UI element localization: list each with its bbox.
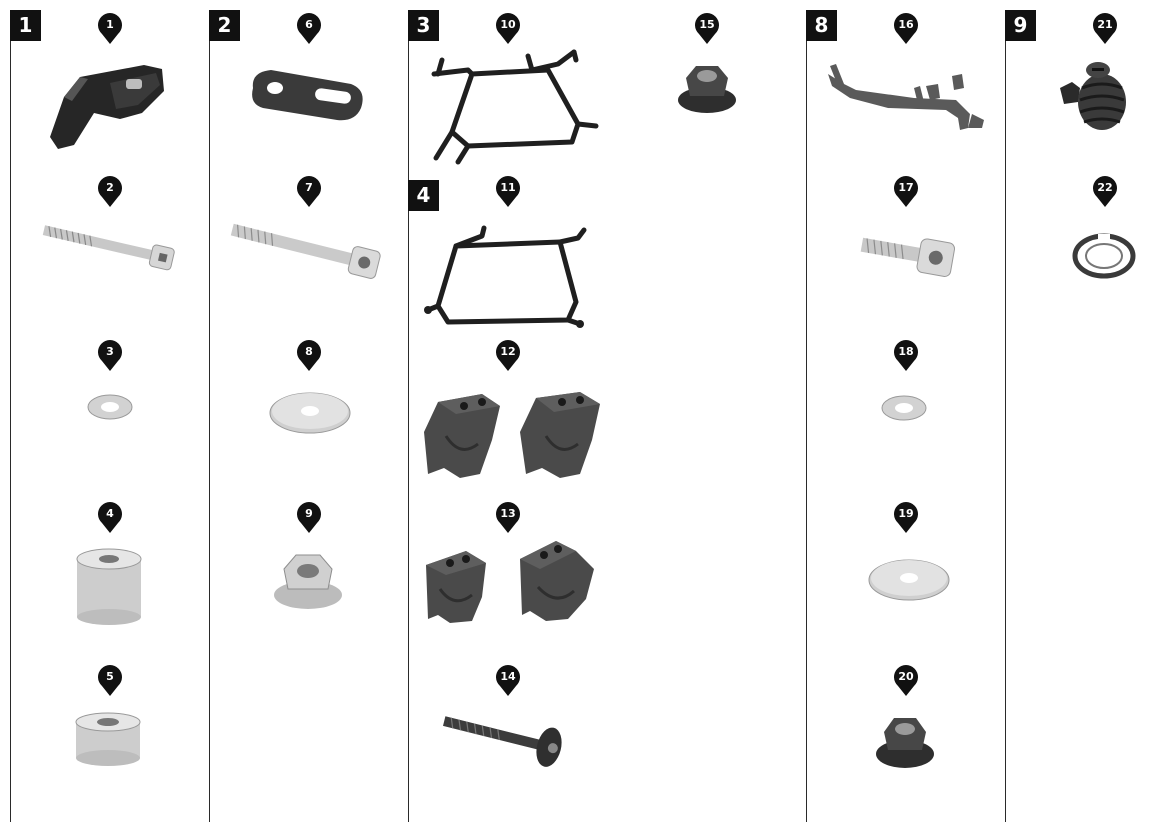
- callout-marker-14: 14: [495, 665, 521, 697]
- callout-marker-15: 15: [694, 13, 720, 45]
- part-19-washer-large: [867, 554, 951, 604]
- callout-marker-1: 1: [97, 13, 123, 45]
- callout-marker-20: 20: [893, 665, 919, 697]
- section-badge-4: 4: [408, 180, 439, 211]
- column-divider: [10, 10, 11, 822]
- part-5-spacer-short: [72, 710, 144, 770]
- part-1-bracket: [44, 55, 174, 155]
- callout-marker-19: 19: [893, 502, 919, 534]
- column-divider: [806, 10, 807, 822]
- callout-marker-8: 8: [296, 340, 322, 372]
- callout-marker-4: 4: [97, 502, 123, 534]
- callout-marker-12: 12: [495, 340, 521, 372]
- callout-marker-16: 16: [893, 13, 919, 45]
- callout-marker-5: 5: [97, 665, 123, 697]
- part-11-rack-frame: [420, 220, 595, 332]
- section-badge-2: 2: [209, 10, 240, 41]
- part-8-washer-large: [268, 387, 352, 437]
- part-15-flange-nut: [676, 58, 738, 118]
- part-6-link-plate: [243, 62, 373, 132]
- section-badge-8: 8: [806, 10, 837, 41]
- callout-marker-18: 18: [893, 340, 919, 372]
- callout-marker-17: 17: [893, 176, 919, 208]
- callout-marker-6: 6: [296, 13, 322, 45]
- part-2-bolt: [38, 218, 183, 278]
- part-9-flange-nut: [272, 545, 344, 617]
- callout-marker-21: 21: [1092, 13, 1118, 45]
- callout-marker-13: 13: [495, 502, 521, 534]
- part-12-rubber-blocks: [420, 388, 612, 480]
- section-badge-9: 9: [1005, 10, 1036, 41]
- part-10-rack-frame: [428, 46, 603, 170]
- callout-marker-10: 10: [495, 13, 521, 45]
- column-divider: [209, 10, 210, 822]
- callout-marker-9: 9: [296, 502, 322, 534]
- callout-marker-7: 7: [296, 176, 322, 208]
- part-14-screw: [438, 704, 578, 774]
- part-21-fastener: [1058, 58, 1134, 138]
- section-badge-3: 3: [408, 10, 439, 41]
- part-17-bolt: [857, 226, 961, 286]
- column-divider: [408, 10, 409, 822]
- part-7-bolt: [226, 212, 391, 287]
- part-13-rubber-blocks: [420, 535, 612, 627]
- callout-marker-22: 22: [1092, 176, 1118, 208]
- callout-marker-2: 2: [97, 176, 123, 208]
- part-22-circlip: [1072, 232, 1136, 280]
- column-divider: [1005, 10, 1006, 822]
- part-4-spacer: [73, 545, 145, 625]
- part-16-mount-strip: [822, 58, 990, 142]
- section-badge-1: 1: [10, 10, 41, 41]
- part-18-washer: [879, 392, 929, 424]
- part-20-flange-nut: [874, 712, 936, 772]
- callout-marker-11: 11: [495, 176, 521, 208]
- part-3-washer: [85, 390, 135, 424]
- callout-marker-3: 3: [97, 340, 123, 372]
